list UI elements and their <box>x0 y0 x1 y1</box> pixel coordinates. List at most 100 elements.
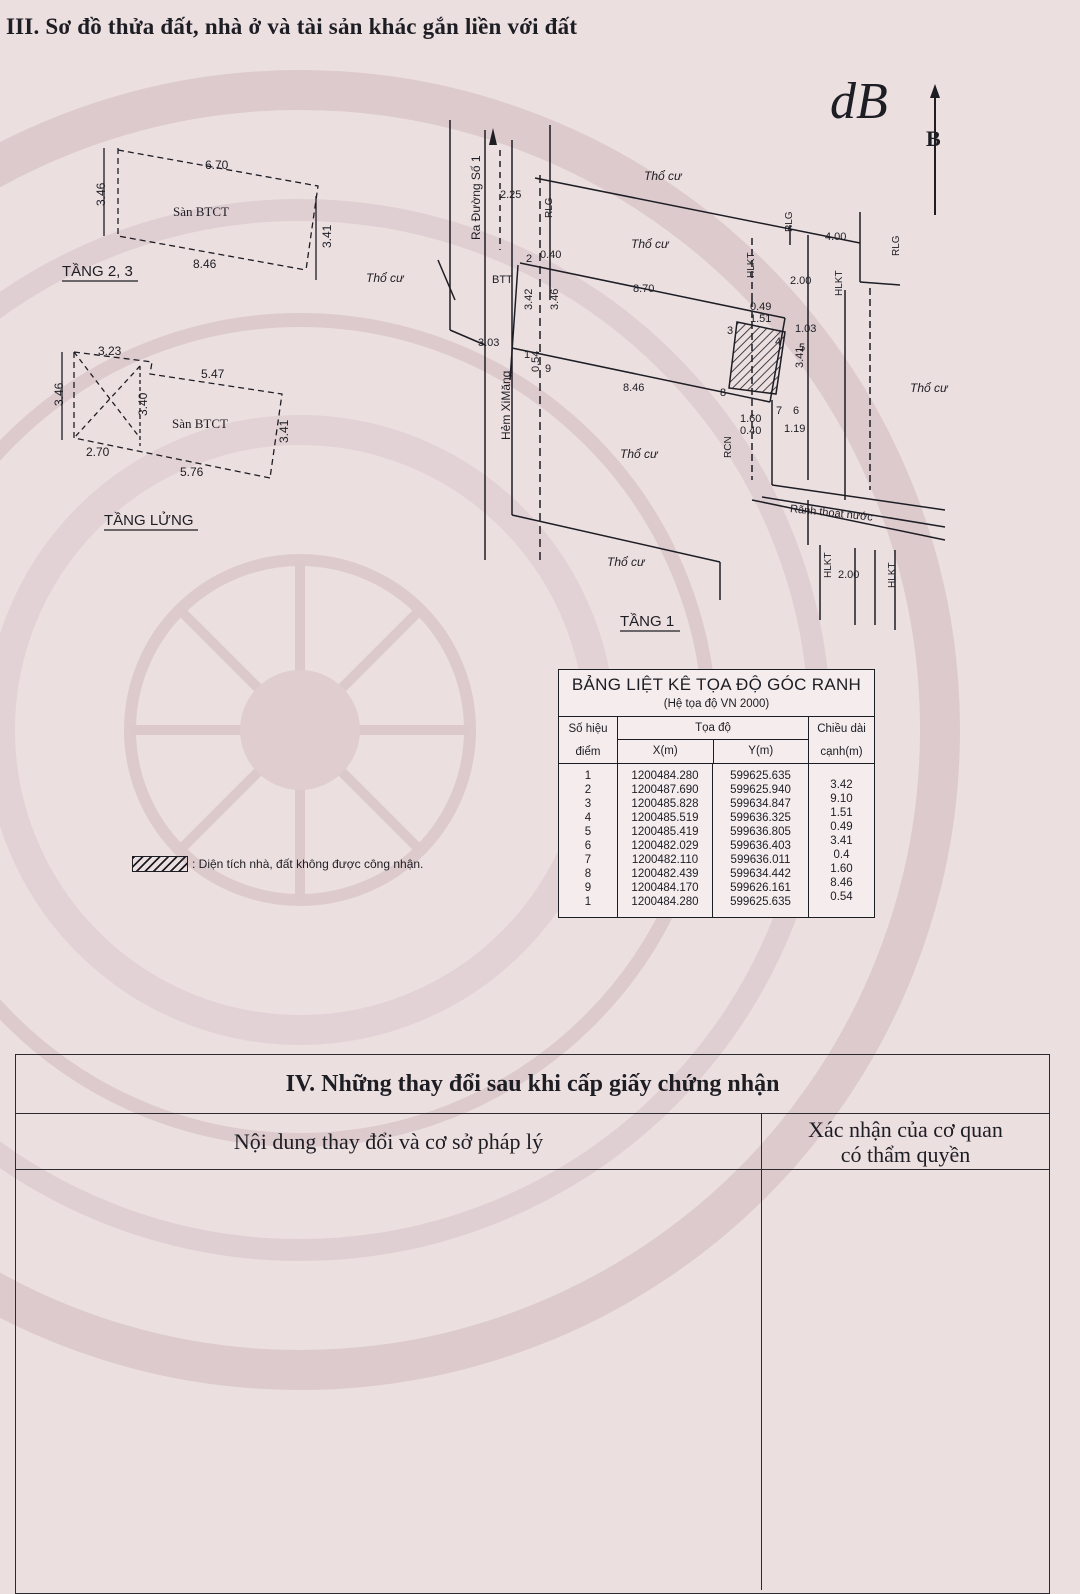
h-y: Y(m) <box>748 745 774 757</box>
coord-x-cell: 1200485.519 <box>631 812 699 824</box>
coordinate-table: BẢNG LIỆT KÊ TỌA ĐỘ GÓC RANH (Hệ tọa độ … <box>558 669 875 918</box>
changes-confirm-header-1: Xác nhận của cơ quan <box>808 1116 1003 1142</box>
coord-point-cell: 8 <box>584 868 592 880</box>
coord-x-cell: 1200487.690 <box>631 784 699 796</box>
rlg-label-2: RLG <box>784 211 795 232</box>
dim-200b: 2.00 <box>838 569 859 581</box>
neighbor-right: Thổ cư <box>910 381 949 395</box>
coord-point-cell: 2 <box>584 784 592 796</box>
section-iii-title: III. Sơ đồ thửa đất, nhà ở và tài sản kh… <box>6 14 578 39</box>
neighbor-left: Thổ cư <box>366 271 405 285</box>
coord-x-cell: 1200482.439 <box>631 868 699 880</box>
point-2: 2 <box>526 253 532 265</box>
neighbor-bottom-1: Thổ cư <box>620 447 659 461</box>
road-a-label: Ra Đường Số 1 <box>469 155 483 240</box>
dim-160: 1.60 <box>740 413 761 425</box>
coord-x-cell: 1200482.110 <box>631 854 699 866</box>
coord-table-subtitle: (Hệ tọa độ VN 2000) <box>663 698 770 710</box>
point-1: 1 <box>524 349 530 361</box>
h-len-1: Chiều dài <box>817 722 866 735</box>
mezzanine-plan <box>61 351 283 479</box>
point-8: 8 <box>720 387 726 399</box>
floor-1-site-plan <box>437 120 946 630</box>
coord-point-cell: 3 <box>584 798 592 810</box>
neighbor-top-1: Thổ cư <box>644 169 683 183</box>
dim-054: 0.54 <box>530 351 542 372</box>
coord-x-cell: 1200485.419 <box>631 826 699 838</box>
edge-length-cell: 3.42 <box>830 779 853 791</box>
h-point-1: Số hiệu <box>568 722 608 735</box>
f23-dim-top: 6.70 <box>205 158 229 172</box>
mz-slab: Sàn BTCT <box>172 416 228 431</box>
road-b-label: Hẻm XiMăng <box>499 371 513 440</box>
mz-dim-top-left: 3.23 <box>98 344 122 358</box>
legend-text: : Diện tích nhà, đất không được công nhậ… <box>192 857 424 871</box>
coord-y-cell: 599625.635 <box>730 770 791 782</box>
changes-content-cell[interactable] <box>16 1170 762 1590</box>
coord-y-cell: 599625.635 <box>730 896 791 908</box>
hlkt-label-3: HLKT <box>823 552 834 578</box>
dim-200: 2.00 <box>790 275 811 287</box>
unrecognized-area-hatch <box>728 321 786 395</box>
coord-point-cell: 4 <box>584 812 592 824</box>
dim-846: 8.46 <box>623 382 644 394</box>
point-5: 5 <box>799 342 805 354</box>
mz-dim-bottom: 5.76 <box>180 465 204 479</box>
coord-y-cell: 599634.442 <box>730 868 791 880</box>
north-arrow-icon <box>930 84 940 215</box>
point-4: 4 <box>775 336 781 348</box>
hatch-swatch-icon <box>132 856 188 872</box>
dim-049: 0.49 <box>750 301 771 313</box>
edge-length-cell: 0.4 <box>833 849 850 861</box>
f23-slab: Sàn BTCT <box>173 204 229 219</box>
coord-y-cell: 599634.847 <box>730 798 791 810</box>
rlg-label-3: RLG <box>891 235 902 256</box>
coord-y-cell: 599625.940 <box>730 784 791 796</box>
f23-dim-left: 3.46 <box>94 182 108 206</box>
mz-dim-left: 3.46 <box>52 382 66 406</box>
dim-303: 3.03 <box>478 337 499 349</box>
dim-040: 0.40 <box>540 249 561 261</box>
coord-point-cell: 6 <box>584 840 592 852</box>
f23-label: TẦNG 2, 3 <box>62 263 133 280</box>
dim-103: 1.03 <box>795 323 816 335</box>
point-9: 9 <box>545 363 551 375</box>
changes-content-header: Nội dung thay đổi và cơ sở pháp lý <box>16 1114 762 1169</box>
dim-342: 3.42 <box>523 289 535 310</box>
h-len-2: cạnh(m) <box>820 745 863 758</box>
h-point-2: điểm <box>575 745 601 758</box>
h-coord: Tọa độ <box>618 717 808 740</box>
coord-point-cell: 5 <box>584 826 592 838</box>
changes-confirm-cell[interactable] <box>762 1170 1049 1590</box>
drain-label: Rãnh thoát nước <box>789 503 873 524</box>
floor-23-plan <box>103 148 319 280</box>
dim-225: 2.25 <box>500 189 521 201</box>
road-arrow-icon <box>489 128 497 145</box>
edge-length-cell: 8.46 <box>830 877 853 889</box>
coord-x-cell: 1200484.280 <box>631 896 699 908</box>
dim-346: 3.46 <box>549 289 561 310</box>
mz-dim-inner: 3.40 <box>136 392 150 416</box>
coord-y-cell: 599636.403 <box>730 840 791 852</box>
coord-x-cell: 1200485.828 <box>631 798 699 810</box>
section-iv-title: IV. Những thay đổi sau khi cấp giấy chứn… <box>16 1055 1049 1114</box>
edge-length-cell: 9.10 <box>830 793 853 805</box>
point-3: 3 <box>727 325 733 337</box>
mz-dim-bottom-left: 2.70 <box>86 445 110 459</box>
legend: : Diện tích nhà, đất không được công nhậ… <box>132 856 423 872</box>
coord-table-header: Số hiệu điểm Tọa độ X(m) Y(m) Chiều dài … <box>559 716 874 763</box>
rlg-label-1: RLG <box>544 197 555 218</box>
edge-length-cell: 0.49 <box>830 821 853 833</box>
dim-151: 1.51 <box>750 313 771 325</box>
coord-y-cell: 599636.805 <box>730 826 791 838</box>
neighbor-bottom-2: Thổ cư <box>607 555 646 569</box>
btt-label: BTT <box>492 274 513 286</box>
coord-y-cell: 599626.161 <box>730 882 791 894</box>
mz-dim-top-right: 5.47 <box>201 367 225 381</box>
coord-table-title: BẢNG LIỆT KÊ TỌA ĐỘ GÓC RANH <box>571 675 862 694</box>
coord-point-cell: 1 <box>584 770 592 782</box>
changes-confirm-header-2: có thẩm quyền <box>840 1141 971 1167</box>
hlkt-label-4: HLKT <box>887 562 898 588</box>
point-6: 6 <box>793 405 799 417</box>
